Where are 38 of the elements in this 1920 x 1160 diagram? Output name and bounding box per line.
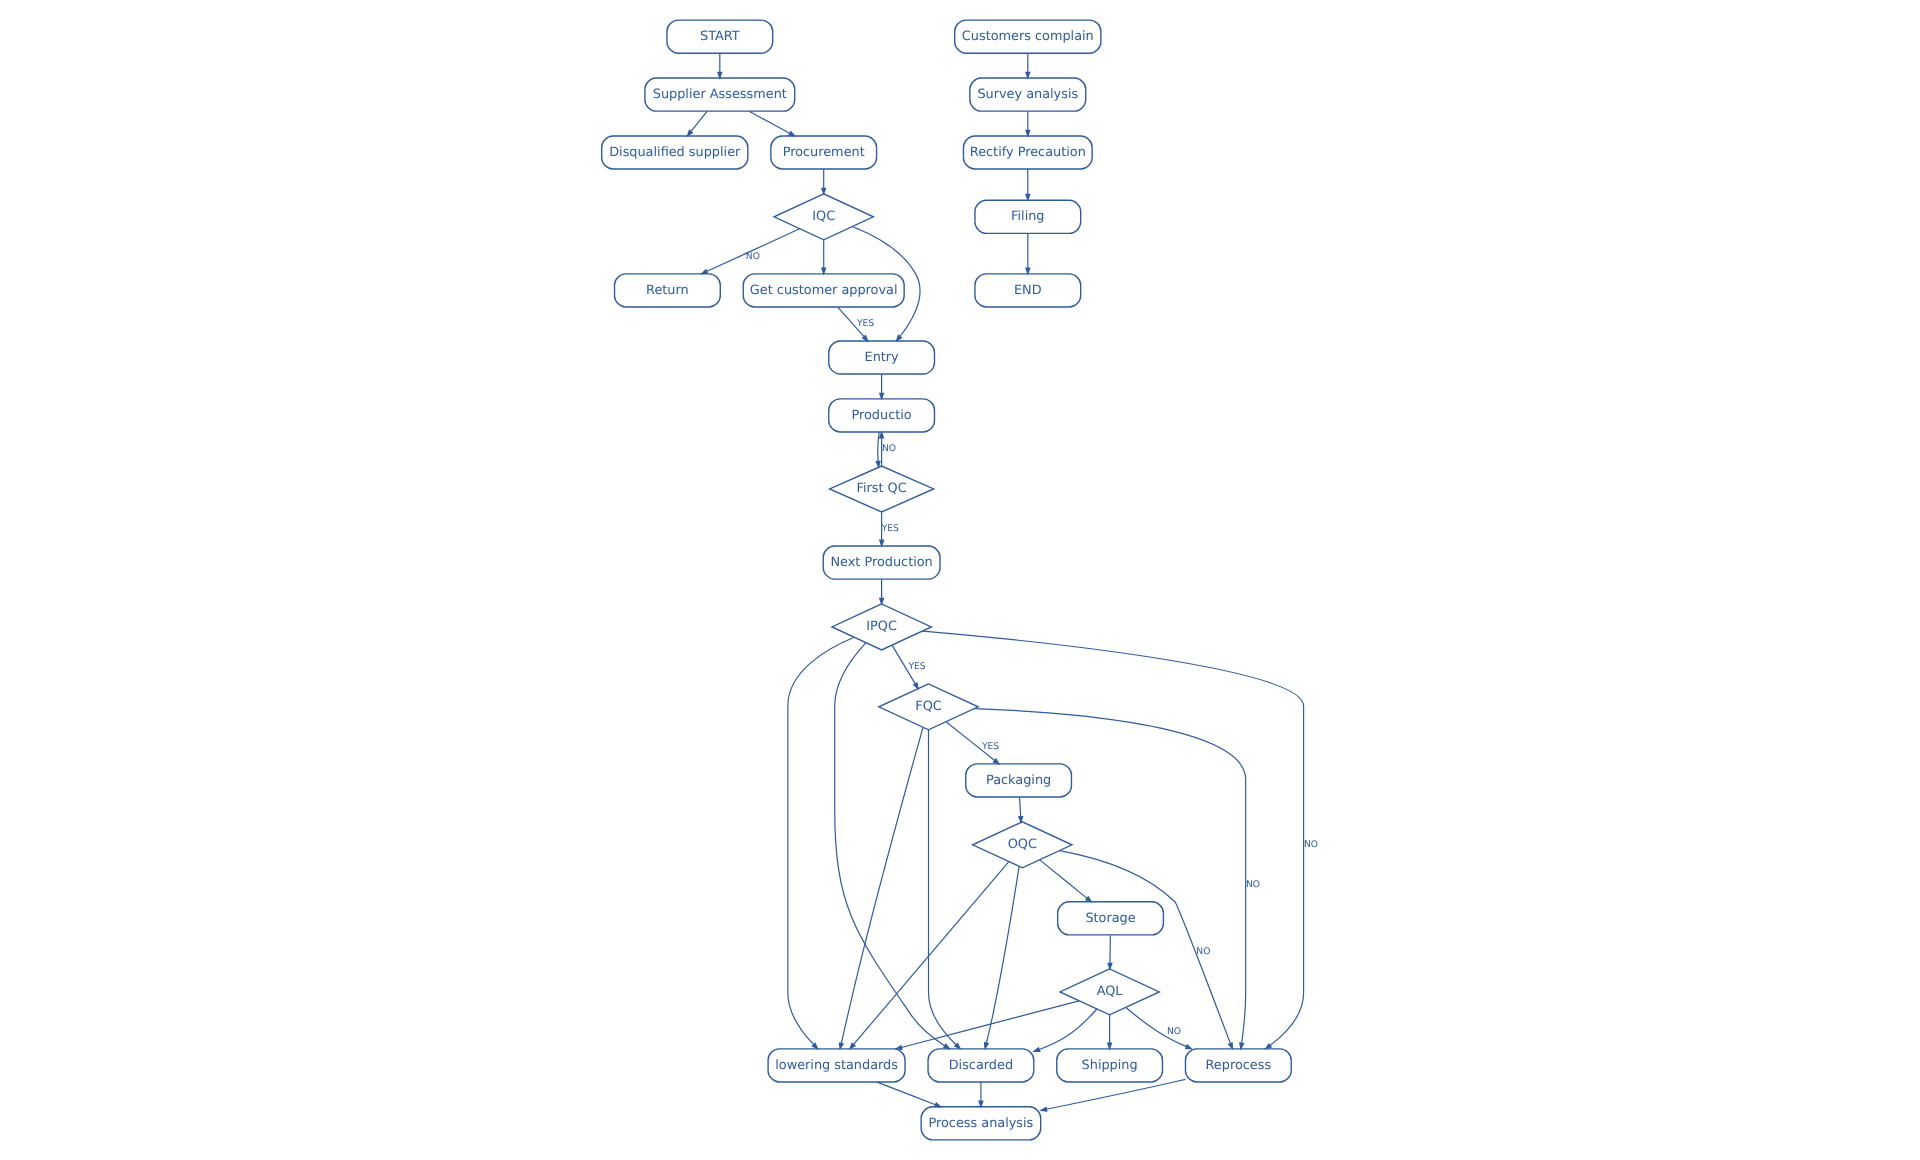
arrow bbox=[891, 644, 920, 691]
arrow bbox=[927, 729, 962, 1050]
arrow bbox=[748, 110, 797, 137]
arrow bbox=[686, 110, 708, 138]
arrow bbox=[1106, 1014, 1113, 1051]
arrow bbox=[921, 630, 1305, 1050]
arrow bbox=[894, 1000, 1080, 1050]
arrow bbox=[875, 431, 881, 469]
arrow bbox=[1039, 859, 1093, 903]
arrow bbox=[820, 239, 827, 276]
arrow bbox=[700, 228, 801, 275]
arrow bbox=[1025, 52, 1031, 80]
arrow bbox=[837, 306, 869, 343]
arrow bbox=[945, 721, 1001, 765]
arrow bbox=[717, 52, 723, 80]
arrow bbox=[878, 578, 885, 606]
arrow bbox=[1125, 1006, 1194, 1050]
arrow bbox=[983, 865, 1020, 1051]
arrow bbox=[834, 642, 951, 1050]
arrow bbox=[878, 511, 885, 548]
arrow bbox=[838, 726, 924, 1051]
arrow bbox=[1032, 1008, 1098, 1053]
arrow bbox=[1025, 233, 1031, 276]
arrow bbox=[1025, 110, 1031, 138]
arrow bbox=[878, 373, 885, 401]
arrow bbox=[878, 430, 885, 467]
arrow bbox=[820, 168, 827, 196]
arrow bbox=[1058, 849, 1233, 1051]
arrow bbox=[848, 861, 1010, 1051]
arrow bbox=[852, 226, 921, 343]
arrow bbox=[1107, 934, 1113, 971]
arrow bbox=[978, 1081, 984, 1109]
arrow bbox=[876, 1081, 943, 1108]
arrow bbox=[973, 708, 1247, 1051]
arrow bbox=[1017, 796, 1024, 824]
arrow bbox=[1039, 1078, 1186, 1112]
arrow bbox=[1025, 168, 1031, 202]
arrow bbox=[787, 636, 855, 1050]
